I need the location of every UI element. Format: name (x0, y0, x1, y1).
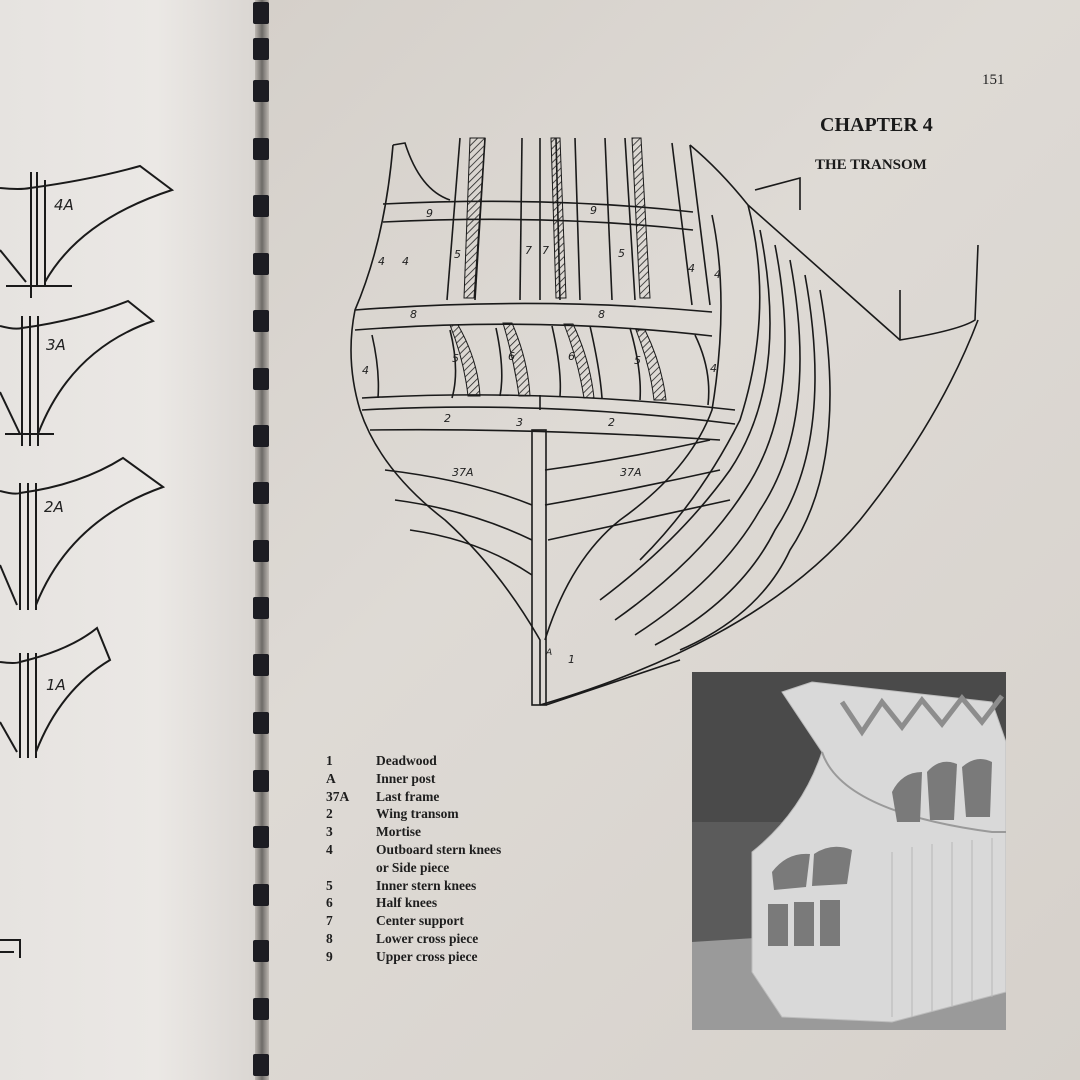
label-side-right-inner: 4 (688, 262, 695, 275)
binding-coil (253, 998, 269, 1020)
label-wing-transom-right: 2 (608, 416, 615, 429)
label-upper-cross-right: 9 (590, 204, 597, 217)
binding-coil (253, 482, 269, 504)
binding-coil (253, 540, 269, 562)
label-side-right-outer: 4 (714, 268, 721, 281)
section-title: THE TRANSOM (815, 157, 927, 173)
chapter-title: CHAPTER 4 (820, 114, 933, 136)
legend-row: 9 Upper cross piece (326, 948, 536, 966)
legend-key: 37A (326, 788, 350, 804)
legend-key: 6 (326, 895, 333, 911)
frame-label-3a: 3A (46, 336, 66, 354)
legend-row: or Side piece (326, 859, 536, 877)
legend-key: 7 (326, 913, 333, 929)
label-center-right: 7 (542, 244, 549, 257)
binding-coil (253, 712, 269, 734)
label-mortise: 3 (516, 416, 523, 429)
label-lower-cross-left: 8 (410, 308, 417, 321)
page-number: 151 (982, 72, 1005, 88)
label-side-left-outer: 4 (378, 255, 385, 268)
legend-key: 3 (326, 824, 333, 840)
legend-key: 8 (326, 930, 333, 946)
legend-label: Deadwood (376, 753, 437, 768)
legend-label: Last frame (376, 788, 440, 804)
legend-row: 5 Inner stern knees (326, 877, 536, 895)
binding-coil (253, 597, 269, 619)
label-deadwood: 1 (568, 653, 575, 666)
binding-coil (253, 940, 269, 962)
legend-label: Wing transom (376, 806, 459, 822)
legend-row: 6 Half knees (326, 894, 536, 912)
legend-row: 3 Mortise (326, 823, 536, 841)
legend-label: Outboard stern knees (376, 841, 502, 857)
legend-label: Lower cross piece (376, 930, 479, 946)
label-last-frame-right: 37A (620, 466, 642, 479)
left-page: 4A 3A 2A 1A (0, 0, 262, 1080)
frame-templates-drawing (0, 164, 175, 958)
legend-label: Upper cross piece (376, 948, 478, 964)
label-inner-post: A (546, 648, 553, 658)
model-stern-illustration (692, 672, 1006, 1030)
legend-label: Center support (376, 913, 464, 929)
binding-coil (253, 195, 269, 217)
frame-label-1a: 1A (46, 676, 66, 694)
legend-key: 1 (326, 753, 333, 768)
binding-coil (253, 310, 269, 332)
label-side-left-lower: 4 (362, 364, 369, 377)
legend-row: 37A Last frame (326, 788, 536, 806)
legend-label: Mortise (376, 824, 421, 840)
parts-legend: 1 Deadwood A Inner post 37A Last frame 2 Win… (326, 752, 536, 966)
legend-row: 7 Center support (326, 912, 536, 930)
label-side-right-lower: 4 (710, 362, 717, 375)
label-upper-cross-left: 9 (426, 207, 433, 220)
binding-coil (253, 138, 269, 160)
legend-label: Half knees (376, 895, 438, 911)
label-inner-knee-left-upper: 5 (454, 248, 461, 261)
legend-key: 2 (326, 806, 333, 822)
legend-label: Inner stern knees (376, 877, 477, 893)
legend-row: 8 Lower cross piece (326, 930, 536, 948)
binding-coil (253, 1054, 269, 1076)
binding-coil (253, 80, 269, 102)
binding-coil (253, 2, 269, 24)
binding-coil (253, 770, 269, 792)
label-half-knee-left: 6 (508, 350, 515, 363)
label-wing-transom-left: 2 (444, 412, 451, 425)
legend-key: 4 (326, 841, 333, 857)
frame-label-4a: 4A (54, 196, 74, 214)
frame-label-2a: 2A (44, 498, 64, 516)
legend-row: 4 Outboard stern knees (326, 841, 536, 859)
legend-key: 9 (326, 948, 333, 964)
label-inner-knee-left-lower: 5 (452, 352, 459, 365)
legend-key: A (326, 770, 336, 786)
binding-coil (253, 884, 269, 906)
legend-label: Inner post (376, 770, 436, 786)
binding-coil (253, 826, 269, 848)
label-side-left-inner: 4 (402, 255, 409, 268)
label-half-knee-right: 6 (568, 350, 575, 363)
binding-coil (253, 368, 269, 390)
model-stern-photo (692, 672, 1006, 1030)
binding-coil (253, 253, 269, 275)
legend-row: 2 Wing transom (326, 805, 536, 823)
binding-coil (253, 654, 269, 676)
legend-key (326, 859, 376, 877)
label-lower-cross-right: 8 (598, 308, 605, 321)
legend-row: A Inner post (326, 770, 536, 788)
legend-key: 5 (326, 877, 333, 893)
label-inner-knee-right-upper: 5 (618, 247, 625, 260)
legend-label: or Side piece (376, 859, 450, 875)
binding-coil (253, 425, 269, 447)
binding-coil (253, 38, 269, 60)
label-center-left: 7 (525, 244, 532, 257)
label-inner-knee-right-lower: 5 (634, 354, 641, 367)
label-last-frame-left: 37A (452, 466, 474, 479)
legend-row: 1 Deadwood (326, 752, 536, 770)
spiral-binding (253, 0, 271, 1080)
